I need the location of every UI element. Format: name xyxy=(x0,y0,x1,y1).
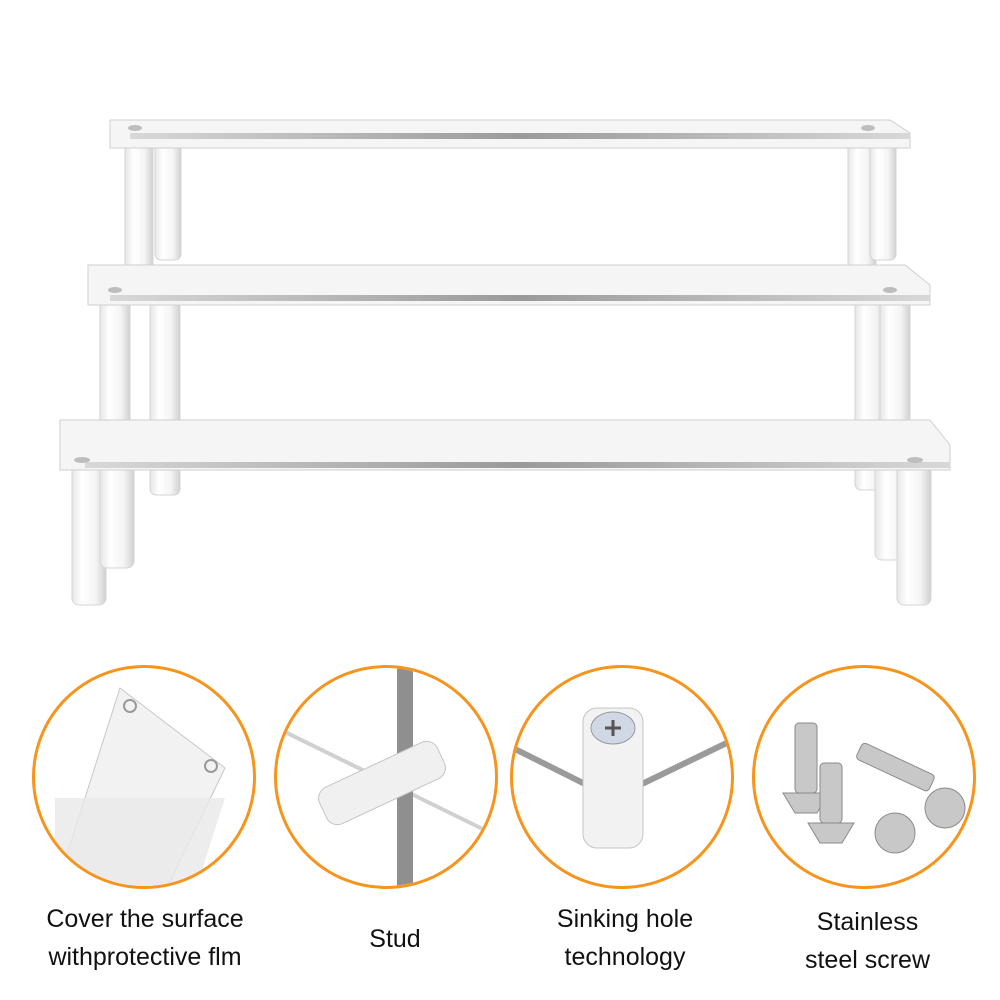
feature-circle-screw xyxy=(752,665,976,889)
shelf-top xyxy=(109,119,911,149)
feature-circle-stud xyxy=(274,665,498,889)
stud-image xyxy=(277,668,495,886)
feature-label-screw: Stainless steel screw xyxy=(804,908,931,974)
shelf-bottom xyxy=(59,419,951,471)
protective-film-image xyxy=(55,687,226,886)
feature-label-sinking-hole: Sinking hole technology xyxy=(556,905,694,971)
posts xyxy=(71,129,932,606)
feature-circle-sinking-hole xyxy=(510,665,734,889)
feature-circle-protective-film xyxy=(32,665,256,889)
sinking-hole-image xyxy=(513,707,731,849)
acrylic-riser-image xyxy=(59,119,951,606)
screws-image xyxy=(782,722,966,854)
feature-label-protective-film: Cover the surface withprotective flm xyxy=(46,905,244,971)
shelf-middle xyxy=(87,264,931,306)
feature-label-stud: Stud xyxy=(369,925,421,953)
